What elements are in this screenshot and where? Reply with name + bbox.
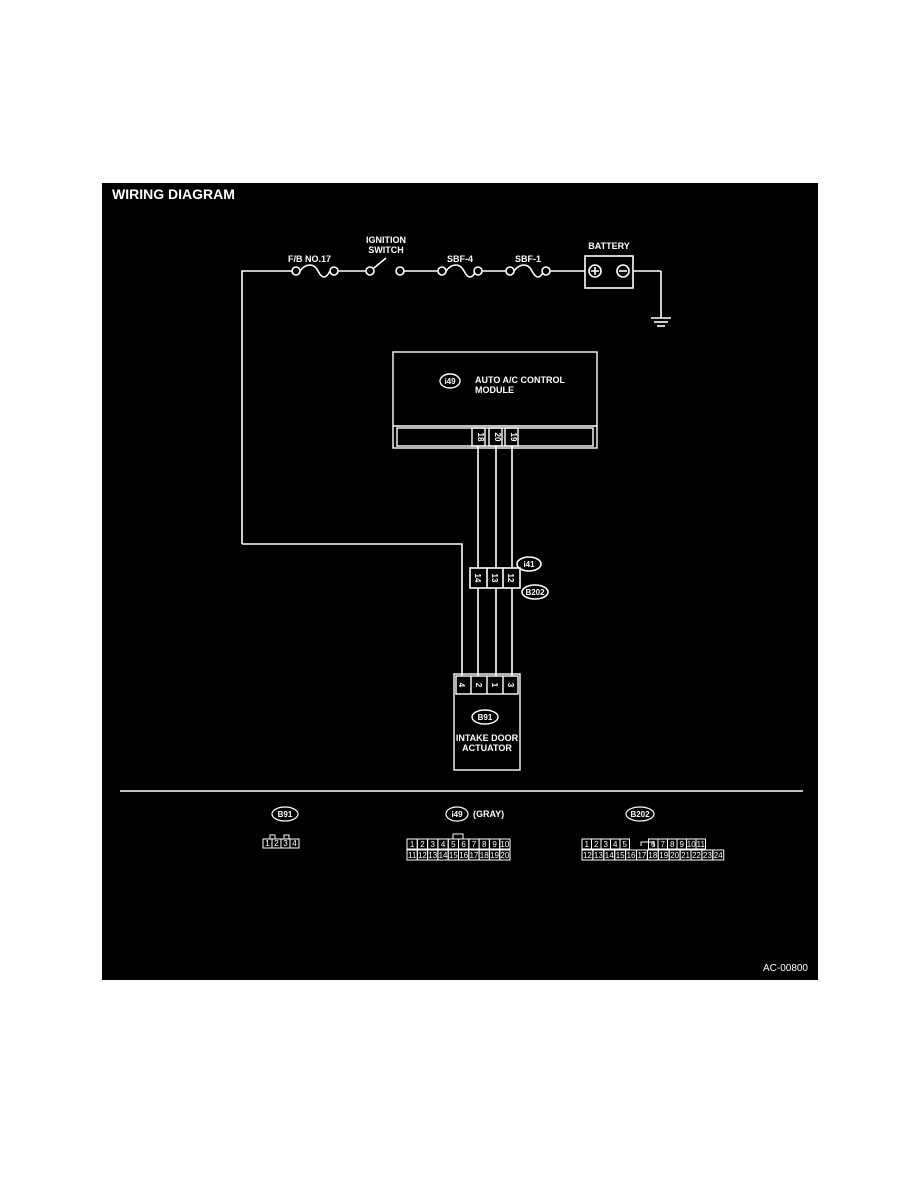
actuator-pin-1: 1 xyxy=(490,683,499,688)
connector-b202-row2-pin-13: 13 xyxy=(594,851,603,860)
connector-i49-row1-pin-5: 5 xyxy=(451,840,456,849)
connector-i49-row2-pin-14: 14 xyxy=(439,851,448,860)
connector-b202-row2-pin-15: 15 xyxy=(616,851,625,860)
connector-i49-row2-pin-18: 18 xyxy=(480,851,489,860)
fuse-fb-label: F/B NO.17 xyxy=(288,254,331,264)
connector-b202-row2-pin-18: 18 xyxy=(648,851,657,860)
connector-b202-row2-pin-17: 17 xyxy=(637,851,646,860)
connector-b202-row1-pin-5: 5 xyxy=(623,840,628,849)
connector-b202-row2-pin-14: 14 xyxy=(605,851,614,860)
junction-pin-14: 14 xyxy=(473,574,482,583)
connector-i49-row1-pin-9: 9 xyxy=(492,840,497,849)
connector-b202-row1-pin-7: 7 xyxy=(661,840,666,849)
signal-wires xyxy=(469,446,549,676)
connector-latch xyxy=(640,841,655,846)
connector-b202-row2-pin-20: 20 xyxy=(670,851,679,860)
connector-i49-row2-pin-15: 15 xyxy=(449,851,458,860)
connector-b202-row2-pin-21: 21 xyxy=(681,851,690,860)
connector-latch xyxy=(269,834,276,839)
connector-b202-row2-pin-19: 19 xyxy=(659,851,668,860)
connector-i49-row2-pin-12: 12 xyxy=(418,851,427,860)
junction-connector-i41: i41 xyxy=(523,560,535,569)
connector-b202-row2-pin-23: 23 xyxy=(703,851,712,860)
connector-i49-color: (GRAY) xyxy=(473,809,504,819)
connector-i49-row2-cell xyxy=(499,849,511,861)
connector-b202-label: B202 xyxy=(630,810,650,819)
diagram-panel xyxy=(102,183,818,980)
connector-b202-row1-pin-10: 10 xyxy=(687,840,696,849)
actuator-pin-4: 4 xyxy=(457,683,466,688)
ignition-label-2: SWITCH xyxy=(368,245,404,255)
connector-i49-row1-pin-4: 4 xyxy=(441,840,446,849)
actuator-pin-3: 3 xyxy=(506,683,515,688)
connector-b91-pin-3: 3 xyxy=(283,839,288,848)
connector-i49-row2-pin-17: 17 xyxy=(469,851,478,860)
connector-i49-row1-pin-3: 3 xyxy=(431,840,436,849)
connector-i49-row1-pin-10: 10 xyxy=(500,840,509,849)
module-name-1: AUTO A/C CONTROL xyxy=(475,375,565,385)
connector-b202-row2-pin-16: 16 xyxy=(627,851,636,860)
actuator-name-1: INTAKE DOOR xyxy=(456,733,519,743)
connector-i49-row1-pin-6: 6 xyxy=(461,840,466,849)
connector-b202-row2-pin-24: 24 xyxy=(714,851,723,860)
connector-i49-row2-pin-11: 11 xyxy=(408,851,417,860)
connector-b202-row1-cell xyxy=(619,838,630,850)
connector-b202-row1-pin-2: 2 xyxy=(594,840,599,849)
control-module xyxy=(392,351,598,449)
connector-badges xyxy=(271,806,655,822)
connector-b202-row1-pin-3: 3 xyxy=(604,840,609,849)
connector-b202-row1-pin-11: 11 xyxy=(697,840,706,849)
module-name-2: MODULE xyxy=(475,385,514,395)
connector-b91-cell xyxy=(289,838,300,849)
connector-b91-pin-4: 4 xyxy=(292,839,297,848)
diagram-title: WIRING DIAGRAM xyxy=(112,186,235,202)
connector-i49-row1-pin-1: 1 xyxy=(410,840,415,849)
actuator-connector-badge: B91 xyxy=(478,713,493,722)
connector-b202-row2-pin-22: 22 xyxy=(692,851,701,860)
connector-b202-row1-cell xyxy=(695,838,706,850)
power-wiring xyxy=(241,255,671,676)
battery-label: BATTERY xyxy=(588,241,630,251)
actuator-name-2: ACTUATOR xyxy=(462,743,512,753)
connector-i49-row1-pin-8: 8 xyxy=(482,840,487,849)
connector-i49-row1-pin-7: 7 xyxy=(472,840,477,849)
connector-i49-row2-pin-13: 13 xyxy=(428,851,437,860)
figure-id: AC-00800 xyxy=(763,963,808,974)
connector-b202-row2-cell xyxy=(712,849,725,861)
module-connector-badge: i49 xyxy=(444,377,456,386)
module-pin-18: 18 xyxy=(476,433,485,442)
connector-i49-row2-pin-16: 16 xyxy=(459,851,468,860)
connector-b202-row2-pin-12: 12 xyxy=(583,851,592,860)
connector-b202-row1-pin-9: 9 xyxy=(680,840,685,849)
connector-b202-row1-pin-4: 4 xyxy=(613,840,618,849)
connector-b202-row1-pin-8: 8 xyxy=(670,840,675,849)
module-pin-19: 19 xyxy=(509,433,518,442)
connector-latch xyxy=(452,833,464,839)
connector-b91-pin-2: 2 xyxy=(274,839,279,848)
intake-door-actuator xyxy=(453,673,521,771)
sbf4-label: SBF-4 xyxy=(447,254,473,264)
connector-i49-row2-pin-19: 19 xyxy=(490,851,499,860)
connector-i49-row2-pin-20: 20 xyxy=(500,851,509,860)
junction-connector-b202: B202 xyxy=(525,588,545,597)
connector-i49-row1-cell xyxy=(499,838,511,850)
connector-i49-row1-pin-2: 2 xyxy=(420,840,425,849)
junction-pin-12: 12 xyxy=(506,574,515,583)
connector-latch xyxy=(283,834,290,839)
connector-b91-pin-1: 1 xyxy=(265,839,270,848)
connector-b202-row1-pin-1: 1 xyxy=(585,840,590,849)
sbf1-label: SBF-1 xyxy=(515,254,541,264)
connector-i49-label: i49 xyxy=(451,810,463,819)
actuator-pin-2: 2 xyxy=(474,683,483,688)
junction-pin-13: 13 xyxy=(490,574,499,583)
ignition-label-1: IGNITION xyxy=(366,235,406,245)
connector-b91-label: B91 xyxy=(278,810,293,819)
module-pin-20: 20 xyxy=(493,433,502,442)
